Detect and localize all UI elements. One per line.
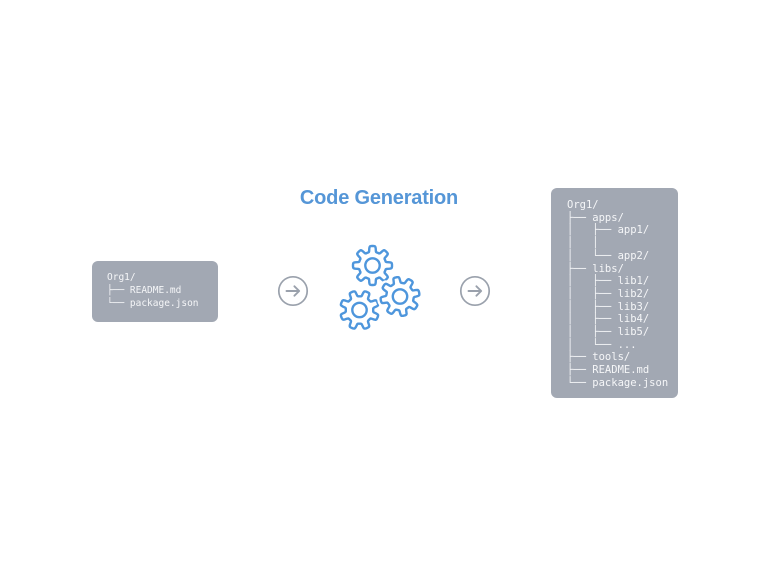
input-tree-panel: Org1/ ├── README.md └── package.json bbox=[92, 261, 218, 322]
gears-icon bbox=[337, 242, 423, 333]
output-tree-text: Org1/ ├── apps/ │ ├── app1/ │ │ │ └── ap… bbox=[567, 199, 669, 389]
arrow-right-circle-icon bbox=[459, 275, 491, 307]
output-tree-panel: Org1/ ├── apps/ │ ├── app1/ │ │ │ └── ap… bbox=[551, 188, 678, 398]
arrow-right-circle-icon bbox=[277, 275, 309, 307]
diagram-title: Code Generation bbox=[299, 187, 459, 209]
input-tree-text: Org1/ ├── README.md └── package.json bbox=[107, 272, 199, 309]
